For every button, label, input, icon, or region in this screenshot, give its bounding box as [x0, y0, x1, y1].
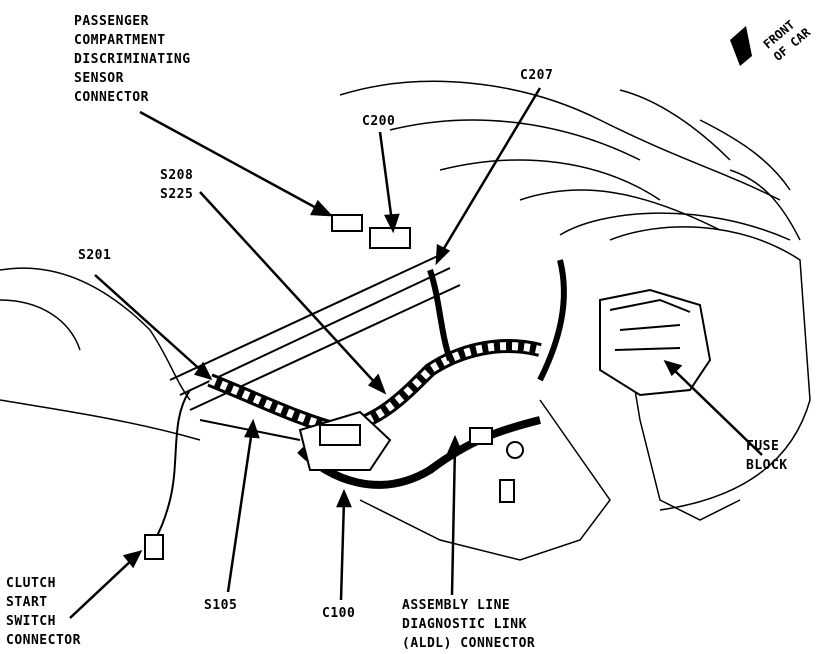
label-c207: C207: [520, 68, 554, 83]
clutch-connector: [144, 389, 191, 560]
wire-harness: [207, 259, 567, 489]
front-arrow-icon: [730, 26, 752, 66]
label-s208-s225: S208 S225: [160, 168, 194, 202]
leader-lines: [69, 87, 763, 619]
label-passenger-sensor: PASSENGER COMPARTMENT DISCRIMINATING SEN…: [74, 14, 191, 105]
label-clutch-connector: CLUTCH START SWITCH CONNECTOR: [6, 576, 81, 648]
c100-connector: [298, 410, 392, 471]
label-s105: S105: [204, 598, 238, 613]
aldl-connector: [469, 427, 524, 503]
fuse-block: [599, 288, 712, 397]
label-fuse-block: FUSE BLOCK: [746, 439, 788, 473]
label-c100: C100: [322, 606, 356, 621]
label-aldl-connector: ASSEMBLY LINE DIAGNOSTIC LINK (ALDL) CON…: [402, 598, 536, 651]
label-s201: S201: [78, 248, 112, 263]
sensor-connector: [331, 214, 411, 249]
label-c200: C200: [362, 114, 396, 129]
cross-car-beam: [169, 254, 461, 441]
